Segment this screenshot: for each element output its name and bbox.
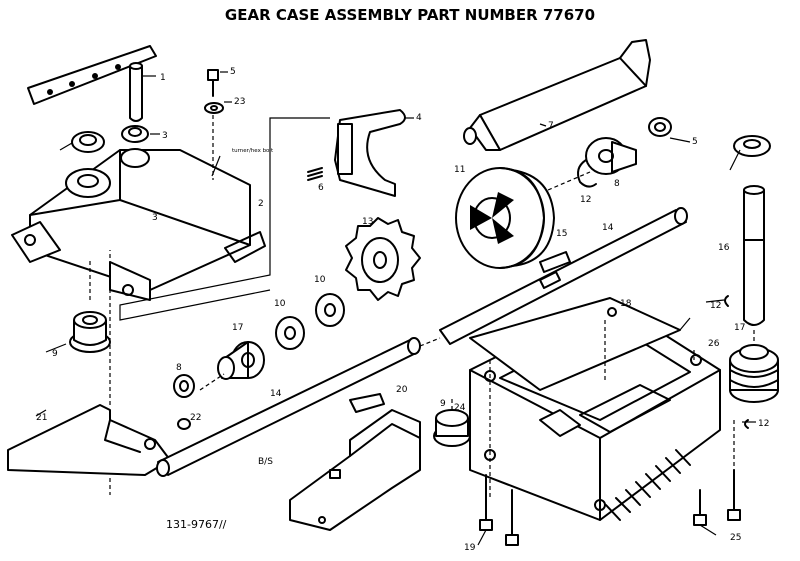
bushing-lower	[69, 311, 111, 353]
callout: 14	[270, 389, 282, 399]
callout: 17	[232, 323, 243, 333]
spacer-washer-right	[315, 293, 345, 327]
small-screw	[307, 167, 323, 181]
vertical-shaft	[743, 185, 765, 326]
drive-pulley	[455, 167, 555, 269]
cover-note: turner/hex bolt	[232, 148, 274, 154]
callout: 22	[190, 413, 201, 423]
gear-case-cover	[11, 148, 266, 301]
callout: 7	[548, 121, 554, 131]
callout: 3	[162, 131, 168, 141]
callout: 23	[234, 97, 245, 107]
callout: 12	[580, 195, 591, 205]
small-nut	[177, 418, 191, 430]
upper-shaft	[439, 207, 688, 345]
callout: 12	[758, 419, 769, 429]
callout: 9	[52, 349, 58, 359]
callout: 11	[454, 165, 465, 175]
washer-top-right	[733, 135, 771, 157]
callout: 13	[362, 217, 373, 227]
callout: 26	[708, 339, 720, 349]
snap-ring	[577, 159, 597, 188]
callout: 4	[416, 113, 422, 123]
callout: 8	[176, 363, 182, 373]
callout: 5	[230, 67, 236, 77]
grease-tube	[463, 39, 651, 151]
callout: 6	[318, 183, 324, 193]
callout: 20	[396, 385, 408, 395]
spacer-washer-left	[275, 316, 305, 350]
callout: 17	[734, 323, 745, 333]
thrust-washer-top	[648, 117, 672, 137]
callout: 2	[258, 199, 264, 209]
worm-gear	[729, 344, 779, 403]
bolt-center	[505, 489, 519, 546]
bracket-strip	[27, 45, 157, 105]
bolt-right	[693, 489, 707, 526]
bolt-left	[479, 474, 493, 531]
callout: 8	[614, 179, 620, 189]
woodruff-key	[539, 251, 571, 273]
bolt-far-right	[727, 469, 741, 521]
flanged-washer	[585, 137, 637, 175]
part-callouts: 1 2 3 3 4 5 5 6 7 8 8 9 9 10 10 11 12 12…	[36, 67, 769, 553]
spur-gear	[345, 217, 421, 301]
mounting-plate	[7, 404, 171, 476]
shift-fork	[334, 109, 406, 197]
hex-bolt	[207, 69, 219, 97]
nut-center	[121, 125, 149, 143]
callout: 1	[160, 73, 166, 83]
drawing-number: 131-9767//	[166, 518, 227, 531]
callout: 21	[36, 413, 47, 423]
retainer-clip	[724, 295, 729, 307]
callout: 15	[556, 229, 567, 239]
callout: 5	[692, 137, 698, 147]
callout: 24	[454, 403, 466, 413]
callout: 16	[718, 243, 730, 253]
callout-leaders	[35, 71, 756, 546]
callout: 19	[464, 543, 476, 553]
scale-mark: B/S	[258, 457, 273, 467]
callout: 9	[440, 399, 446, 409]
callout: 3	[152, 213, 158, 223]
diagram-title: GEAR CASE ASSEMBLY PART NUMBER 77670	[225, 6, 595, 24]
callout: 14	[602, 223, 614, 233]
shield-bracket	[289, 393, 421, 531]
callout: 10	[274, 299, 286, 309]
bearing-collar	[217, 341, 265, 380]
lock-washer	[204, 102, 224, 114]
end-washer	[173, 374, 195, 398]
callout: 25	[730, 533, 741, 543]
callout: 18	[620, 299, 632, 309]
callout: 10	[314, 275, 326, 285]
bushing-right	[433, 409, 471, 447]
callout: 12	[710, 301, 721, 311]
shaft-pin	[129, 62, 143, 122]
e-clip	[744, 419, 749, 429]
nut-left	[71, 131, 105, 153]
